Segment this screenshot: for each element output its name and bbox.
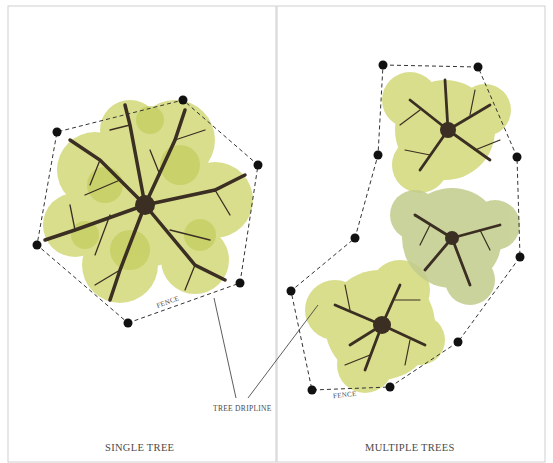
fence-outline <box>37 100 258 323</box>
fence-post <box>33 96 263 328</box>
tree-branches <box>45 105 245 300</box>
panel-frame <box>8 6 276 462</box>
leader-line <box>214 298 318 398</box>
panel-frame <box>277 6 545 462</box>
fence-label: FENCE <box>155 294 180 310</box>
callout-label: TREE DRIPLINE <box>213 404 272 413</box>
fence-post <box>287 61 525 395</box>
tree-canopy <box>43 100 253 303</box>
tree-canopy <box>390 188 520 305</box>
panel-caption: SINGLE TREE <box>105 442 174 453</box>
fence-outline <box>291 65 520 390</box>
panel-caption: MULTIPLE TREES <box>365 442 455 453</box>
tree-branches <box>335 80 500 370</box>
fence-label: FENCE <box>333 390 357 400</box>
